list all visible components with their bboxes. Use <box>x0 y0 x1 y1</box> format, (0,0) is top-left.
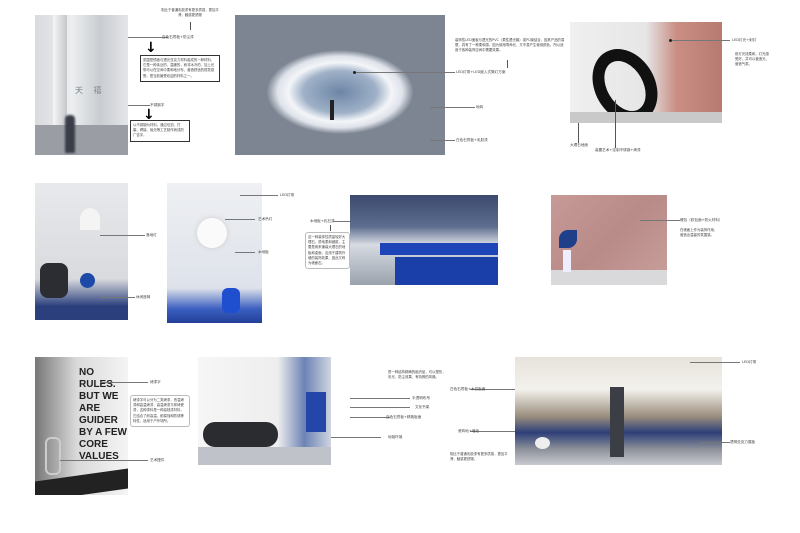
poster-photo: NO RULES. BUT WE ARE GUIDER BY A FEW COR… <box>35 357 128 495</box>
sculpture-label-floor: 地砖 <box>476 105 484 109</box>
sofa-label-3: 白色石膏板+精致板面 <box>386 415 422 419</box>
corridor-label-right: 透明亚克力展板 <box>730 440 756 444</box>
chair-label-chair: 休闲座椅 <box>136 295 151 299</box>
sculpture-top-note: 装饰性LED面板与透光的PVC（柔性透光膜）或PC膜结合，因其产品的易塑，具有了… <box>455 38 565 53</box>
ring-label-marble: 大理石地面 <box>570 143 588 147</box>
poster-note: 烤漆字可以分为二类烤漆，低温烤漆和高温烤漆，高温烤漆又称烤瓷漆，这种漆料是一种高… <box>130 395 190 428</box>
ring-photo <box>570 22 722 123</box>
sofa-label-2: 文化书架 <box>415 405 430 409</box>
sofa-photo <box>198 357 331 465</box>
chair-label-lamp: 落地灯 <box>146 233 157 237</box>
sculpture-label-ceiling: 白色石膏板+乳胶漆 <box>456 138 488 142</box>
lobby-label-2: 不锈钢字 <box>150 103 165 107</box>
poster-label-1: 烤漆字 <box>150 380 161 384</box>
corridor-label-ceiling: 白色石膏板+木纹板面 <box>450 387 486 391</box>
office-note: 这一种装饰性质量较好大理石，质地柔和细腻，主要是用来铺装大理石的地板和桌面，应用… <box>305 232 350 270</box>
pink-panel-photo <box>551 195 667 285</box>
lobby-label-1: 白色石膏板+防尘漆 <box>162 35 194 39</box>
sofa-note: 是一种结构精确的组织品，可以塑形，彩光，防尘效果，有特殊的风格。 <box>388 370 446 380</box>
sofa-label-1: 半透明布吊 <box>412 396 430 400</box>
corridor-label-floor: 瓷砖地+墙纸 <box>458 429 479 433</box>
office-label-top: 木地板+乳石漆 <box>310 219 335 223</box>
lobby-sign: 天 禧 <box>75 86 106 95</box>
ring-label-sculpture: 装置艺术+定制不锈钢+烤漆 <box>595 148 641 152</box>
corridor-label-led: LED灯带 <box>742 360 757 364</box>
corridor-note: 相比于普通乳胶漆有更多质感，更加平滑，触感更舒服。 <box>450 452 508 462</box>
office-photo <box>350 195 498 285</box>
pink-label-top: 硬包（软包面+防火材料） <box>680 218 723 222</box>
poster-label-2: 艺术摆件 <box>150 458 165 462</box>
lobby-note-box-2: 以不锈钢为材料，通过切割、打磨、焊接、抛光等工艺制作而成的广告字。 <box>130 120 190 142</box>
lamp-label-art: 艺术吊灯 <box>258 217 273 221</box>
poster-headline: NO RULES. BUT WE ARE GUIDER BY A FEW COR… <box>79 367 127 462</box>
lamp-photo <box>167 183 262 323</box>
chair-photo <box>35 183 128 320</box>
sculpture-photo <box>235 15 445 155</box>
lamp-label-wood: 木地板 <box>258 250 269 254</box>
ring-label-led: LED灯光+射灯 <box>732 38 757 42</box>
pink-note: 在墙面上作为装饰作用，营造出温馨的氛围感。 <box>680 228 718 238</box>
lobby-top-note: 相比于普通乳胶漆有更多质感，更加平滑，触感更舒服 <box>161 8 219 18</box>
lamp-label-led: LED灯带 <box>280 193 295 197</box>
lobby-note-box-1: 氛围是镜面与透光亚克力材料组成的一种材料，它是一种亲近的，温暖的，而非冰冷的，加… <box>140 55 220 82</box>
lobby-photo: 天 禧 <box>35 15 128 155</box>
sculpture-label-led: LED灯带+LED嵌入式筒灯方案 <box>456 70 506 74</box>
sofa-label-4: 地毯环境 <box>388 435 403 439</box>
ring-note: 射灯光线柔和，灯光感受好，并可以营造光，营造气氛。 <box>735 52 769 67</box>
corridor-photo <box>515 357 722 465</box>
